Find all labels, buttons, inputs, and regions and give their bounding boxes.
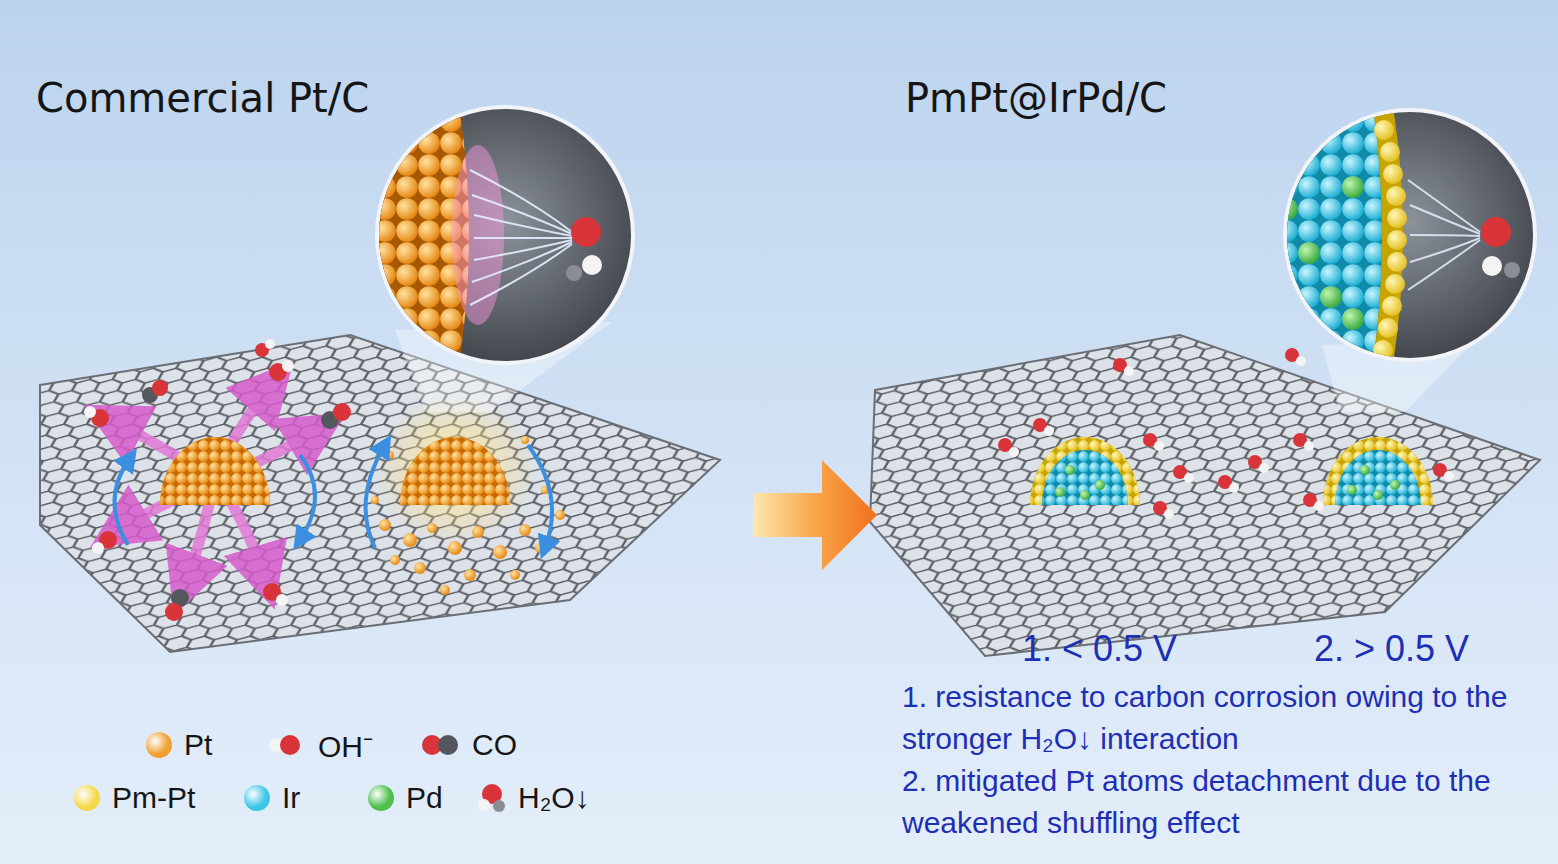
legend-item: Pt: [146, 725, 212, 765]
pt-particle-detachment: [366, 395, 565, 595]
atom-sphere: [280, 735, 300, 755]
legend-swatch: [74, 785, 100, 811]
legend-item: Pm-Pt: [74, 778, 195, 818]
mechanism-note: 2. mitigated Pt atoms detachment due to …: [902, 760, 1550, 844]
legend-text: H₂O↓: [518, 781, 590, 815]
panel-heading: PmPt@IrPd/C: [905, 74, 1167, 122]
legend-swatch: [368, 785, 394, 811]
pmpt-irpd-particle: [1030, 437, 1140, 505]
legend-text: CO: [472, 728, 517, 762]
potential-label: 1. < 0.5 V: [1022, 628, 1177, 670]
adsorbate-molecules: [84, 339, 351, 621]
panel-heading: Commercial Pt/C: [36, 74, 369, 122]
legend-molecule-icon: [266, 730, 306, 760]
legend-text: Pt: [184, 728, 212, 762]
legend-swatch: [146, 732, 172, 758]
legend-text: Pm-Pt: [112, 781, 195, 815]
legend-swatch: [244, 785, 270, 811]
legend-text: Pd: [406, 781, 443, 815]
magnified-core-shell-surface: [1276, 100, 1535, 370]
mechanism-note: 1. resistance to carbon corrosion owing …: [902, 676, 1550, 760]
atom-sphere: [493, 800, 505, 812]
pmpt-irpd-particle: [1322, 340, 1475, 505]
notes-block: 1. resistance to carbon corrosion owing …: [902, 676, 1550, 844]
legend-text: OH⁻: [318, 725, 373, 766]
atom-sphere: [438, 735, 458, 755]
water-molecules: [998, 348, 1454, 519]
potential-label: 2. > 0.5 V: [1314, 628, 1469, 670]
pt-particle-corrosion: [84, 339, 351, 621]
legend-text: Ir: [282, 781, 300, 815]
graphene-sheet: [40, 335, 1540, 656]
panel-region: Commercial Pt/C: [20, 60, 745, 650]
legend-item: CO: [420, 725, 517, 765]
panel-region: PmPt@IrPd/C: [885, 60, 1545, 620]
block-arrow: [753, 460, 877, 570]
magnified-pt-surface: [370, 100, 633, 412]
legend-item: Ir: [244, 778, 300, 818]
legend-molecule-icon: [476, 783, 506, 813]
legend-item: Pd: [368, 778, 443, 818]
legend-molecule-icon: [420, 730, 460, 760]
legend-item: OH⁻: [266, 725, 373, 765]
legend-item: H₂O↓: [476, 778, 590, 818]
atom-sphere: [478, 799, 490, 811]
